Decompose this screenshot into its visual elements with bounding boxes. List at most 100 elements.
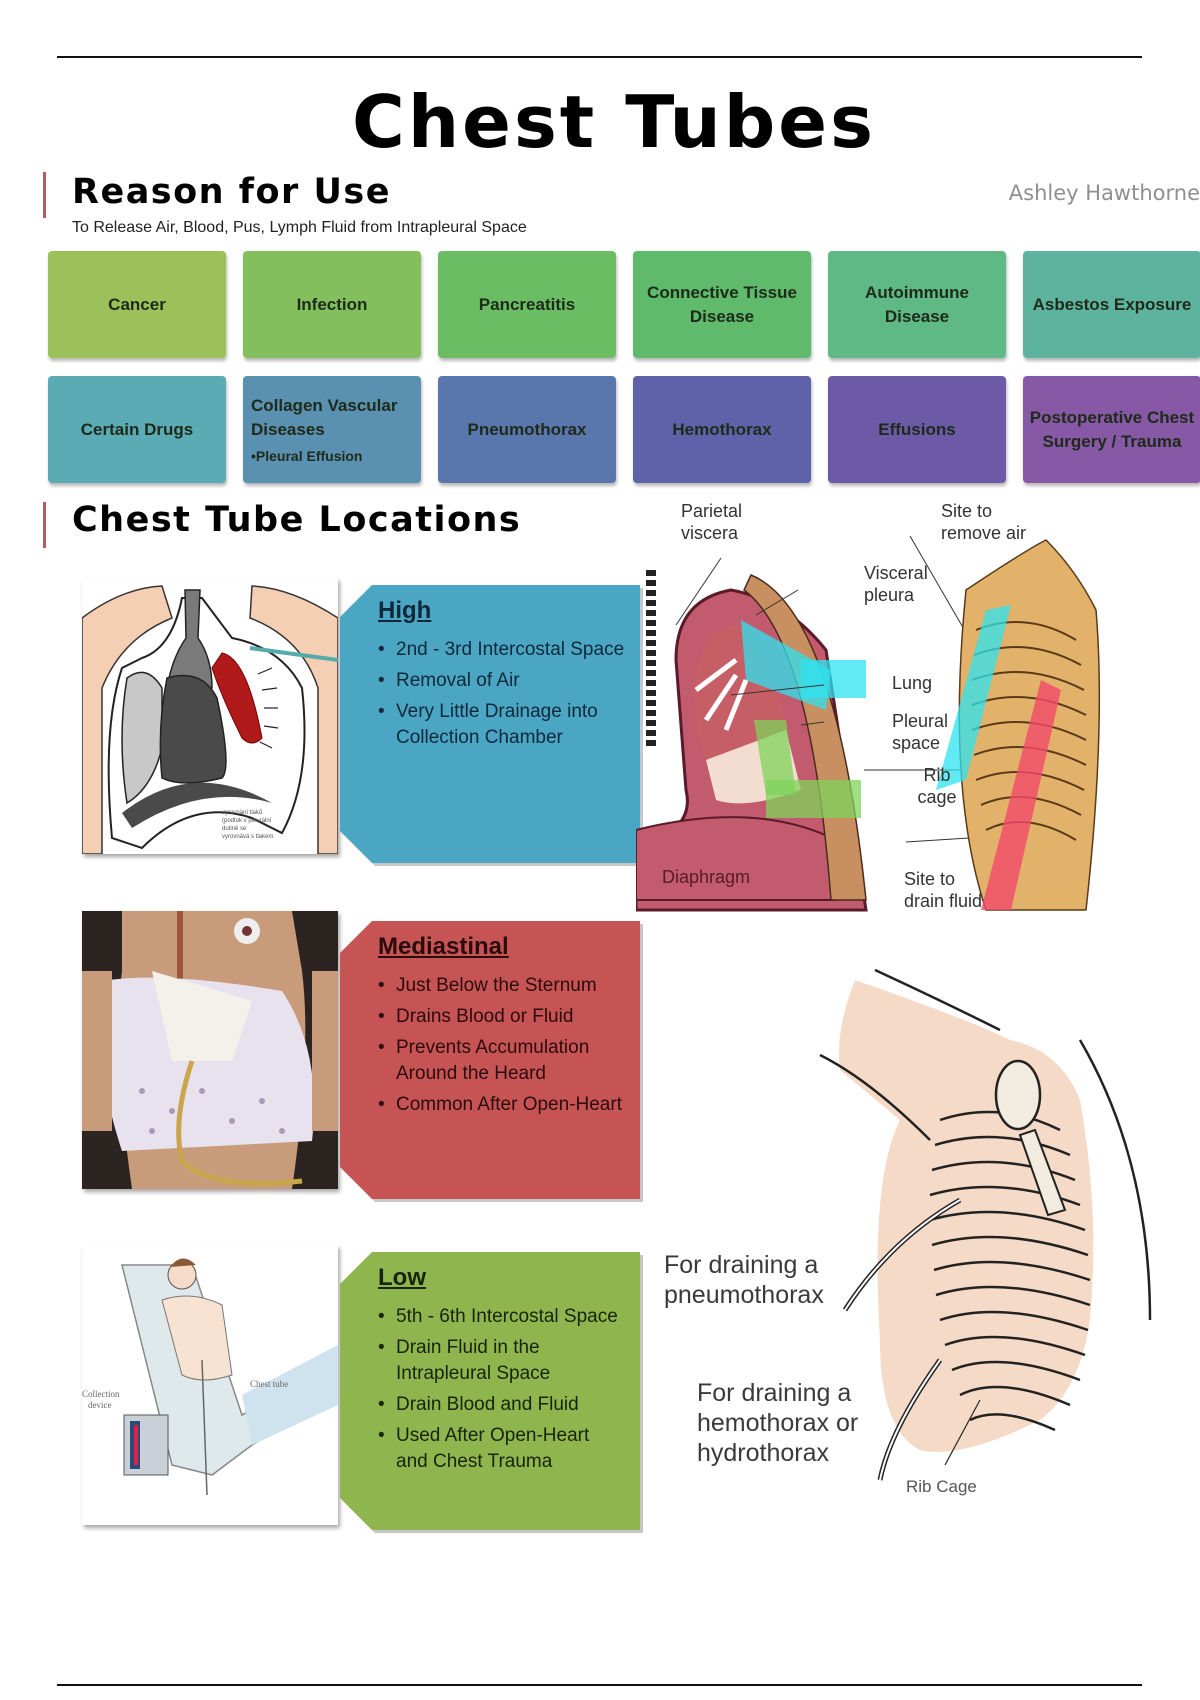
svg-text:vyrovnání tlaků: vyrovnání tlaků (222, 809, 262, 816)
author-name: Ashley Hawthorne (1008, 181, 1200, 205)
callout-bullet-item: • Drain Blood and Fluid (378, 1392, 626, 1418)
svg-text:dutině se: dutině se (222, 826, 247, 832)
reason-box: Certain Drugs (48, 376, 226, 483)
label-pleural-space: Pleural space (892, 711, 949, 753)
callout-bullet-list: • 5th - 6th Intercostal Space • Drain Fluid… (378, 1304, 626, 1475)
callout-bullet-item: • Drains Blood or Fluid (378, 1004, 626, 1030)
label-rib-cage: Rib cage (917, 765, 957, 807)
bullet-icon: • (378, 639, 385, 660)
reason-label: Asbestos Exposure (1032, 294, 1192, 314)
bullet-icon: • (378, 1037, 385, 1058)
bullet-icon: • (378, 1337, 385, 1358)
callout-title: Mediastinal (378, 933, 509, 960)
bullet-text: Drains Blood or Fluid (396, 1006, 574, 1027)
reason-box: Autoimmune Disease (828, 251, 1006, 358)
reason-label: Cancer (108, 294, 166, 314)
reason-box: Effusions (828, 376, 1006, 483)
reason-label: Certain Drugs (80, 419, 194, 439)
callout-low: Low • 5th - 6th Intercostal Space • Drain Fl… (340, 1252, 640, 1530)
reason-box: Connective Tissue Disease (633, 251, 811, 358)
section-accent-bar (43, 172, 46, 218)
top-rule (57, 56, 1142, 58)
reason-box: Cancer (48, 251, 226, 358)
callout-bullet-item: • Common After Open-Heart (378, 1092, 626, 1118)
reason-label: Connective Tissue Disease (647, 282, 797, 326)
bullet-icon: • (378, 701, 385, 722)
reason-box: Pancreatitis (438, 251, 616, 358)
label-diaphragm: Diaphragm (662, 867, 751, 887)
callout-bullet-item: • Used After Open-Heart and Chest Trauma (378, 1423, 626, 1475)
collection-device-label: Collection (82, 1389, 120, 1399)
bullet-text: Drain Blood and Fluid (396, 1394, 579, 1415)
reason-subtitle: To Release Air, Blood, Pus, Lymph Fluid … (72, 219, 527, 236)
callout-bullet-item: • Just Below the Sternum (378, 973, 626, 999)
callout-title: High (378, 597, 432, 624)
label-parietal: Parietal viscera (681, 500, 761, 544)
callout-bullet-item: • Removal of Air (378, 668, 626, 694)
callout-bullet-list: • Just Below the Sternum • Drains Blood or … (378, 973, 626, 1118)
reason-sublabel: •Pleural Effusion (251, 447, 363, 464)
section-accent-bar (43, 502, 46, 548)
reason-grid: Cancer Infection Pancreatitis Connective Ti… (48, 251, 1200, 485)
callout-bullet-item: • Drain Fluid in the Intrapleural Space (378, 1335, 626, 1387)
bullet-icon: • (378, 975, 385, 996)
reason-label: Infection (296, 294, 368, 314)
bullet-text: Removal of Air (396, 670, 520, 691)
label-remove-air: Site to remove air (941, 501, 1027, 543)
bullet-text: Used After Open-Heart and Chest Trauma (396, 1425, 590, 1472)
reason-box: Pneumothorax (438, 376, 616, 483)
page-title: Chest Tubes (352, 80, 876, 164)
locations-heading: Chest Tube Locations (72, 500, 522, 540)
callout-bullet-list: •2nd - 3rd Intercostal Space•Removal of … (378, 637, 626, 751)
reason-label: Pancreatitis (478, 294, 576, 314)
label-text: Parietal viscera (681, 501, 743, 543)
reason-box: Asbestos Exposure (1023, 251, 1200, 358)
reason-label: Autoimmune Disease (865, 282, 969, 326)
bullet-text: Very Little Drainage into Collection Cha… (396, 701, 598, 748)
svg-text:(podtok v pleurální: (podtok v pleurální (222, 818, 272, 824)
patient-mediastinal-tube-photo (82, 911, 338, 1189)
reason-box: Infection (243, 251, 421, 358)
reason-heading: Reason for Use (72, 172, 391, 212)
callout-mediastinal: Mediastinal • Just Below the Sternum • Drain… (340, 921, 640, 1199)
reason-box: Collagen Vascular Diseases •Pleural Effus… (243, 376, 421, 483)
bullet-icon: • (378, 1394, 385, 1415)
label-lung: Lung (892, 673, 933, 693)
reason-label: Effusions (878, 419, 956, 439)
reason-label: Postoperative Chest Surgery / Trauma (1029, 407, 1195, 451)
bullet-icon: • (378, 1094, 385, 1115)
bullet-text: Drain Fluid in the Intrapleural Space (396, 1337, 551, 1384)
bullet-text: Just Below the Sternum (396, 975, 597, 996)
callout-high: High•2nd - 3rd Intercostal Space•Removal… (340, 585, 640, 863)
chest-cross-section-illustration: vyrovnání tlaků (podtok v pleurální dutin… (82, 578, 338, 854)
svg-text:device: device (88, 1400, 111, 1410)
patient-bed-chest-tube-illustration: Collection device Chest tube (82, 1245, 338, 1525)
callout-bullet-item: • Very Little Drainage into Collection Ch… (378, 699, 626, 751)
callout-bullet-item: • 5th - 6th Intercostal Space (378, 1304, 626, 1330)
bullet-icon: • (378, 670, 385, 691)
bottom-rule (57, 1684, 1142, 1686)
bullet-text: Common After Open-Heart (396, 1094, 622, 1115)
label-visceral: Visceral pleura (864, 563, 928, 605)
bullet-icon: • (378, 1425, 385, 1446)
svg-text:vyrovnává s tlakem: vyrovnává s tlakem (222, 834, 273, 840)
reason-label: Pneumothorax (467, 419, 587, 439)
pleural-anatomy-diagram: Parietal viscera Visceral pleura Lung Pl… (634, 501, 1200, 930)
label-pneumothorax: For draining a pneumothorax (664, 1251, 824, 1309)
bullet-text: 5th - 6th Intercostal Space (396, 1306, 618, 1327)
callout-title: Low (378, 1264, 426, 1291)
callout-bullet-item: • Prevents Accumulation Around the Heard (378, 1035, 626, 1087)
bullet-icon: • (378, 1006, 385, 1027)
rib-cage-diagram: For draining a pneumothorax For draining… (640, 960, 1200, 1520)
reason-box: Hemothorax (633, 376, 811, 483)
label-rib-cage-bottom: Rib Cage (906, 1477, 977, 1496)
reason-label: Hemothorax (672, 419, 772, 439)
label-hemothorax: For draining a hemothorax or hydrothorax (697, 1379, 859, 1467)
chest-tube-label: Chest tube (250, 1379, 288, 1389)
callout-bullet-item: •2nd - 3rd Intercostal Space (378, 637, 626, 663)
label-drain-fluid: Site to drain fluid (904, 869, 983, 911)
reason-label: Collagen Vascular Diseases (251, 395, 398, 439)
reason-box: Postoperative Chest Surgery / Trauma (1023, 376, 1200, 483)
bullet-text: Prevents Accumulation Around the Heard (396, 1037, 590, 1084)
bullet-icon: • (378, 1306, 385, 1327)
